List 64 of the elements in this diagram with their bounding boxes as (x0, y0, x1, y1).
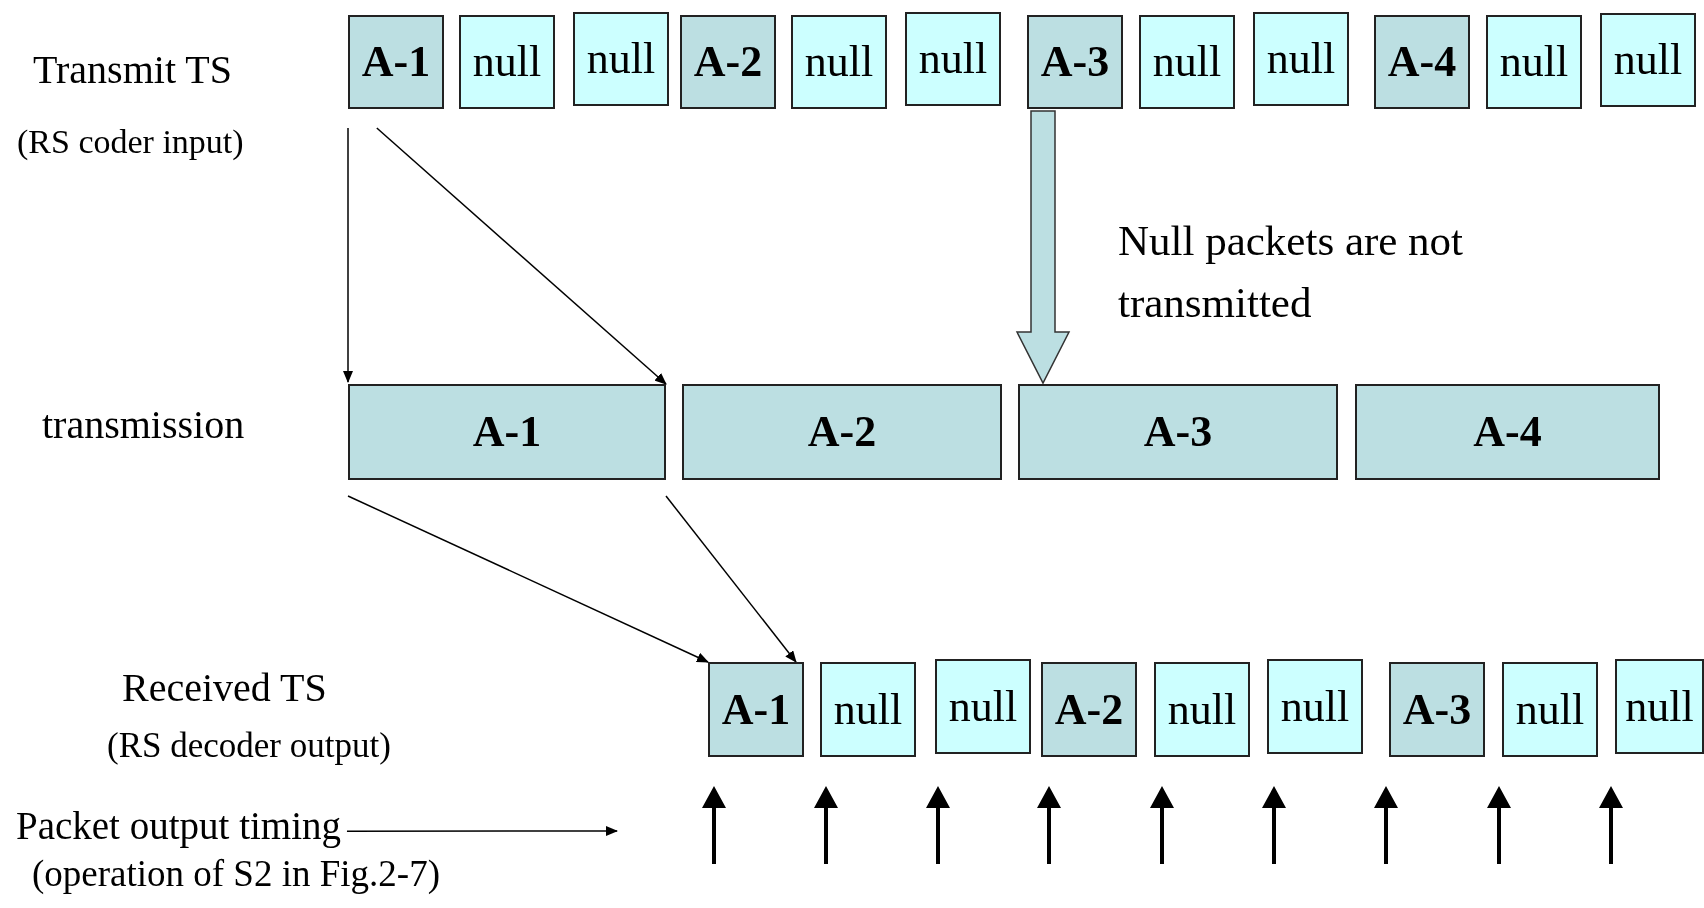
packet-box (682, 384, 1002, 480)
packet-box (791, 15, 887, 109)
row-label: transmission (42, 403, 245, 447)
packet-box (905, 12, 1001, 106)
packet-label: null (833, 687, 903, 732)
arrow (346, 826, 618, 836)
packet-label: null (948, 684, 1018, 729)
note-text: Null packets are not transmitted (1118, 216, 1465, 329)
block-arrow (1015, 110, 1071, 385)
arrow (343, 127, 353, 383)
packet-label: A-3 (1143, 410, 1213, 454)
packet-box (1600, 13, 1696, 107)
arrow (665, 495, 797, 663)
packet-label: A-4 (1473, 410, 1542, 454)
timing-caption: (operation of S2 in Fig.2-7) (32, 851, 440, 896)
packet-label: A-1 (721, 687, 791, 732)
packet-box (1355, 384, 1660, 480)
packet-label: null (1625, 684, 1694, 729)
packet-box (820, 662, 916, 757)
packet-label: A-2 (693, 40, 763, 84)
row-label: Received TS (122, 666, 327, 710)
packet-box (348, 15, 444, 109)
packet-label: null (1613, 38, 1683, 82)
packet-label: null (1167, 687, 1237, 732)
packet-box (1615, 659, 1704, 754)
arrow (376, 127, 667, 385)
packet-box (1018, 384, 1338, 480)
packet-box (935, 659, 1031, 754)
packet-label: A-4 (1387, 40, 1457, 84)
packet-box (1374, 15, 1470, 109)
packet-label: null (804, 40, 874, 84)
packet-label: A-3 (1040, 40, 1110, 84)
arrow (347, 495, 709, 663)
packet-label: null (918, 37, 988, 81)
packet-box (708, 662, 804, 757)
packet-label: A-3 (1402, 687, 1472, 732)
row-label: (RS decoder output) (107, 727, 391, 766)
timing-caption: Packet output timing (16, 803, 341, 850)
packet-label: null (586, 37, 656, 81)
packet-label: null (472, 40, 542, 84)
packet-box (1154, 662, 1250, 757)
packet-box (1041, 662, 1137, 757)
packet-box (1139, 15, 1235, 109)
row-label: (RS coder input) (17, 123, 244, 161)
packet-box (348, 384, 666, 480)
packet-box (1267, 659, 1363, 754)
packet-box (680, 15, 776, 109)
packet-label: null (1280, 684, 1350, 729)
packet-label: null (1152, 40, 1222, 84)
packet-box (1027, 15, 1123, 109)
packet-label: A-1 (361, 40, 431, 84)
packet-box (1502, 662, 1598, 757)
packet-label: A-2 (807, 410, 877, 454)
packet-box (1389, 662, 1485, 757)
packet-box (1486, 15, 1582, 109)
packet-label: null (1515, 687, 1585, 732)
packet-label: A-2 (1054, 687, 1124, 732)
packet-box (573, 12, 669, 106)
row-label: Transmit TS (33, 48, 232, 92)
packet-box (459, 15, 555, 109)
packet-label: null (1266, 37, 1336, 81)
packet-box (1253, 12, 1349, 106)
packet-label: null (1499, 40, 1569, 84)
packet-label: A-1 (472, 410, 542, 454)
